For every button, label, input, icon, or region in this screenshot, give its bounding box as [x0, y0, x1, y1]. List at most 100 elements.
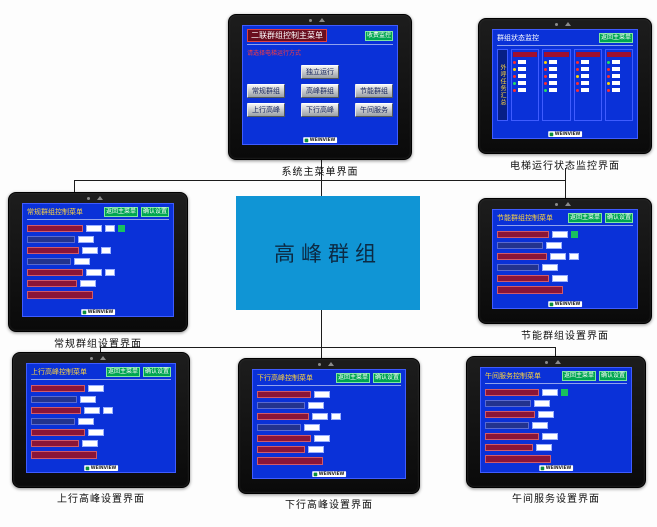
value-box[interactable]: [552, 231, 568, 238]
field-label-bar: [497, 253, 547, 260]
confirm-settings-button[interactable]: 确认设置: [598, 371, 627, 381]
independent-run-button[interactable]: 独立运行: [301, 65, 339, 79]
indicator-dot: [606, 74, 610, 78]
value-box[interactable]: [105, 269, 115, 276]
caption-regular-group: 常规群组设置界面: [54, 339, 142, 350]
settings-header: 午间服务控制菜单 返回主菜单 确认设置: [485, 371, 627, 384]
status-cell: [544, 88, 568, 92]
value-box[interactable]: [308, 446, 324, 453]
confirm-settings-button[interactable]: 确认设置: [372, 373, 401, 383]
weinview-logo: WEINVIEW: [312, 471, 346, 477]
value-box[interactable]: [546, 242, 562, 249]
indicator-green: [118, 225, 125, 232]
indicator-green: [571, 231, 578, 238]
field-label-bar: [31, 407, 81, 414]
value-box[interactable]: [550, 253, 566, 260]
field-label-bar: [257, 435, 311, 442]
value-box[interactable]: [542, 389, 558, 396]
value-box[interactable]: [86, 225, 102, 232]
status-side-label: 外呼任务汇总: [497, 49, 508, 121]
value-box[interactable]: [532, 422, 548, 429]
value-box[interactable]: [331, 413, 341, 420]
value-box[interactable]: [80, 396, 96, 403]
value-box[interactable]: [312, 413, 328, 420]
value-box[interactable]: [552, 275, 568, 282]
weinview-logo: WEINVIEW: [81, 309, 115, 315]
settings-rows: [27, 225, 169, 287]
setting-row: [31, 440, 171, 447]
status-cell: [606, 60, 631, 64]
status-value-box: [580, 88, 589, 92]
value-box[interactable]: [84, 407, 100, 414]
midday-service-button[interactable]: 午间服务: [355, 103, 393, 117]
value-box[interactable]: [101, 247, 111, 254]
value-box[interactable]: [82, 247, 98, 254]
value-box[interactable]: [82, 440, 98, 447]
status-column-header: [513, 52, 538, 57]
setting-row: [257, 413, 401, 420]
field-label-bar: [31, 440, 79, 447]
weinview-logo-text: WEINVIEW: [309, 137, 336, 143]
return-main-menu-button[interactable]: 返回主菜单: [335, 373, 370, 383]
value-box[interactable]: [314, 391, 330, 398]
field-label-bar: [257, 424, 301, 431]
setting-row: [485, 400, 627, 407]
value-box[interactable]: [88, 429, 104, 436]
field-label-bar: [485, 400, 531, 407]
value-box[interactable]: [308, 402, 324, 409]
value-box[interactable]: [534, 400, 550, 407]
value-box[interactable]: [103, 407, 113, 414]
return-main-menu-button[interactable]: 返回主菜单: [567, 213, 602, 223]
status-column: [511, 49, 540, 121]
value-box[interactable]: [86, 269, 102, 276]
indicator-dot: [606, 88, 610, 92]
confirm-settings-button[interactable]: 确认设置: [142, 367, 171, 377]
setting-row: [497, 264, 633, 271]
value-box[interactable]: [105, 225, 115, 232]
confirm-settings-button[interactable]: 确认设置: [604, 213, 633, 223]
down-peak-button[interactable]: 下行高峰: [301, 103, 339, 117]
caption-main-menu: 系统主菜单界面: [281, 167, 359, 178]
status-monitor-screen: 群组状态监控 返回主菜单 外呼任务汇总: [492, 29, 638, 139]
status-value-box: [611, 74, 620, 78]
fee-monitor-button[interactable]: 收费监控: [364, 30, 393, 41]
value-box[interactable]: [542, 433, 558, 440]
return-main-menu-button[interactable]: 返回主菜单: [561, 371, 596, 381]
value-box[interactable]: [74, 258, 90, 265]
weinview-logo-text: WEINVIEW: [554, 131, 581, 137]
value-box[interactable]: [536, 444, 552, 451]
setting-row: [497, 231, 633, 238]
value-box[interactable]: [542, 264, 558, 271]
setting-row: [497, 242, 633, 249]
value-box[interactable]: [88, 385, 104, 392]
value-box[interactable]: [304, 424, 320, 431]
value-box[interactable]: [569, 253, 579, 260]
status-value-box: [611, 60, 620, 64]
field-label-bar: [257, 402, 305, 409]
value-box[interactable]: [78, 418, 94, 425]
setting-row: [497, 253, 633, 260]
return-main-menu-button[interactable]: 返回主菜单: [103, 207, 138, 217]
return-main-menu-button[interactable]: 返回主菜单: [105, 367, 140, 377]
value-box[interactable]: [538, 411, 554, 418]
bezel-marks-icon: [545, 360, 562, 364]
setting-row: [31, 429, 171, 436]
caption-midday-service: 午间服务设置界面: [512, 494, 600, 505]
confirm-settings-button[interactable]: 确认设置: [140, 207, 169, 217]
return-main-menu-button[interactable]: 返回主菜单: [598, 33, 633, 43]
regular-group-button[interactable]: 常规群组: [247, 84, 285, 98]
weinview-logo: WEINVIEW: [539, 465, 573, 471]
up-peak-button[interactable]: 上行高峰: [247, 103, 285, 117]
value-box[interactable]: [80, 280, 96, 287]
value-box[interactable]: [314, 435, 330, 442]
hmi-panel-status-monitor: 群组状态监控 返回主菜单 外呼任务汇总: [478, 18, 652, 154]
energy-group-button[interactable]: 节能群组: [355, 84, 393, 98]
connector-line: [321, 347, 322, 358]
indicator-dot: [513, 81, 516, 85]
connector-line: [100, 347, 556, 348]
value-box[interactable]: [78, 236, 94, 243]
weinview-logo: WEINVIEW: [303, 137, 337, 143]
peak-group-button[interactable]: 高峰群组: [301, 84, 339, 98]
menu-button-row: 上行高峰 下行高峰 午间服务: [247, 103, 393, 117]
status-column: [573, 49, 602, 121]
